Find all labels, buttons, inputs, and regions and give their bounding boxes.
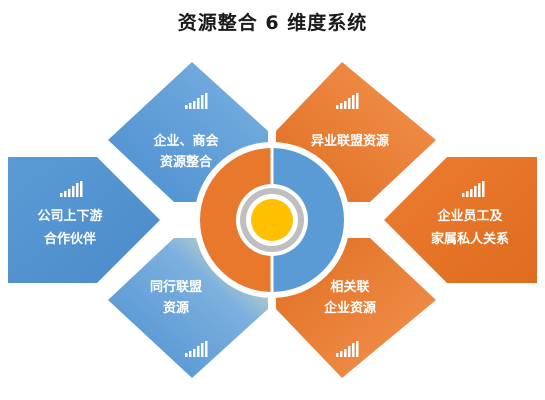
label-right-2: 家属私人关系 — [431, 231, 509, 247]
label-top-right-1: 异业联盟资源 — [311, 133, 389, 149]
center-hub — [194, 142, 350, 298]
label-bottom-left-1: 同行联盟 — [150, 279, 202, 295]
signal-bars-icon — [60, 181, 83, 197]
signal-bars-icon — [462, 181, 485, 197]
signal-bars-icon — [185, 93, 208, 109]
label-bottom-right-2: 企业资源 — [323, 300, 376, 316]
label-left-2: 合作伙伴 — [44, 231, 96, 247]
diagram-title: 资源整合 6 维度系统 — [177, 12, 368, 34]
label-top-left-1: 企业、商会 — [152, 133, 219, 149]
label-top-left-2: 资源整合 — [160, 154, 213, 170]
label-left-1: 公司上下游 — [37, 208, 102, 224]
signal-bars-icon — [185, 341, 208, 357]
signal-bars-icon — [336, 93, 359, 109]
label-bottom-right-1: 相关联 — [330, 279, 369, 295]
panel-left: 公司上下游 合作伙伴 — [8, 157, 160, 283]
signal-bars-icon — [336, 341, 359, 357]
hub-core — [251, 199, 293, 241]
label-right-1: 企业员工及 — [436, 208, 503, 224]
label-bottom-left-2: 资源 — [163, 300, 189, 316]
panel-right: 企业员工及 家属私人关系 — [384, 157, 537, 283]
